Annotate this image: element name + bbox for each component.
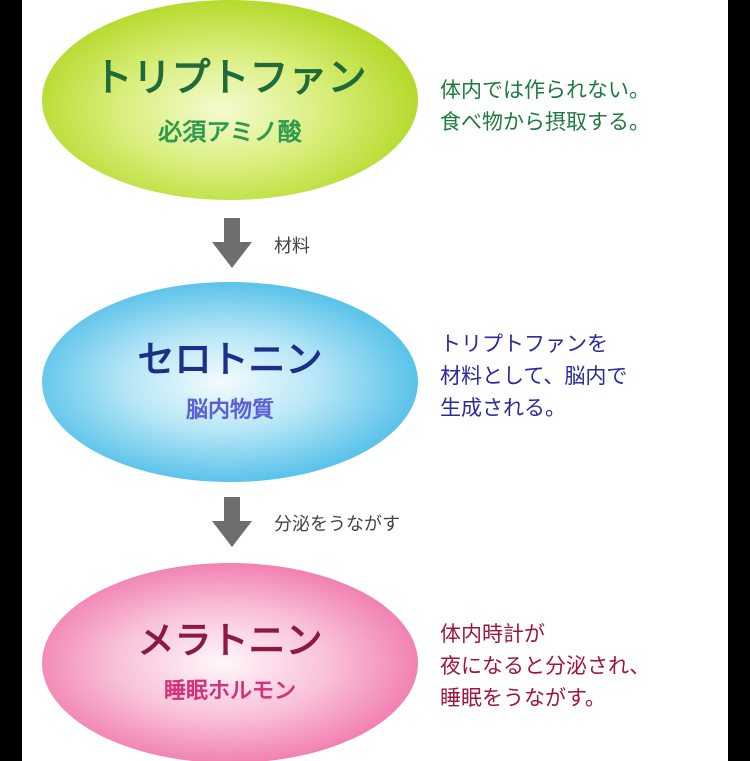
melatonin-ellipse: メラトニン 睡眠ホルモン (42, 563, 418, 761)
serotonin-note-line: トリプトファンを (440, 332, 608, 356)
arrow-label-secretion: 分泌をうながす (274, 514, 400, 535)
melatonin-note-line: 睡眠をうながす。 (440, 686, 606, 710)
melatonin-subtitle: 睡眠ホルモン (163, 678, 296, 704)
serotonin-ellipse: セロトニン 脳内物質 (42, 282, 418, 482)
tryptophan-note-line: 食べ物から摂取する。 (440, 110, 650, 134)
tryptophan-note: 体内では作られない。 食べ物から摂取する。 (440, 74, 650, 138)
melatonin-title: メラトニン (137, 618, 323, 662)
down-arrow-icon (212, 497, 252, 547)
arrow-label-material: 材料 (274, 236, 310, 257)
tryptophan-title: トリプトファン (93, 56, 367, 101)
melatonin-note-line: 夜になると分泌され、 (440, 654, 651, 678)
tryptophan-note-line: 体内では作られない。 (440, 78, 650, 102)
serotonin-note-line: 生成される。 (440, 396, 566, 420)
melatonin-note: 体内時計が 夜になると分泌され、 睡眠をうながす。 (440, 618, 650, 714)
tryptophan-ellipse: トリプトファン 必須アミノ酸 (42, 0, 418, 200)
serotonin-note-line: 材料として、脳内で (440, 364, 628, 388)
diagram-canvas: トリプトファン 必須アミノ酸 体内では作られない。 食べ物から摂取する。 材料 … (22, 0, 728, 761)
serotonin-note: トリプトファンを 材料として、脳内で 生成される。 (440, 328, 627, 424)
serotonin-subtitle: 脳内物質 (185, 397, 274, 423)
tryptophan-subtitle: 必須アミノ酸 (158, 118, 302, 146)
serotonin-title: セロトニン (137, 337, 323, 381)
melatonin-note-line: 体内時計が (440, 622, 545, 646)
down-arrow-icon (212, 218, 252, 268)
